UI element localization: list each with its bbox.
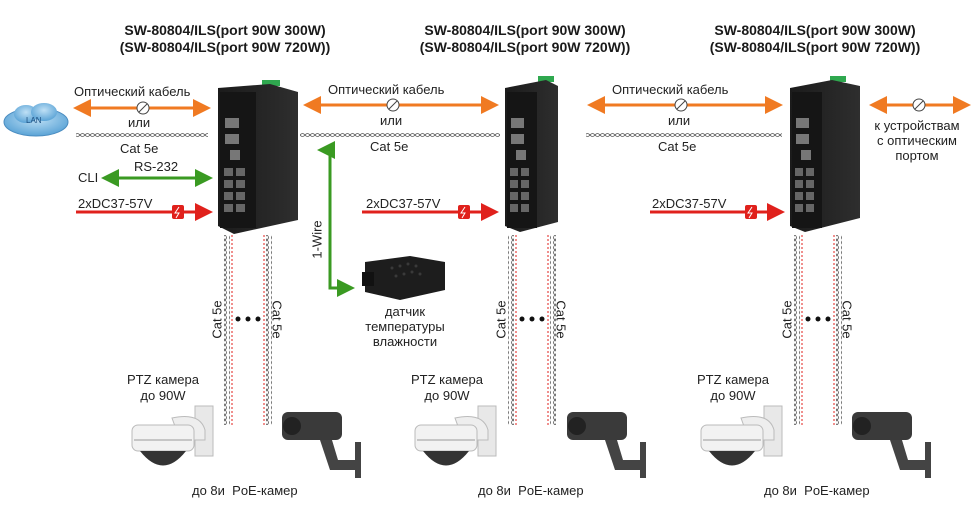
- bullet-camera-icon: [567, 412, 646, 478]
- power-label-2: 2xDC37-57V: [366, 196, 441, 211]
- ptz-camera-label-2: PTZ камера до 90W: [402, 372, 492, 404]
- optical-label-2: Оптический кабель: [328, 82, 445, 97]
- cat5e-vertical-label: Cat 5e: [553, 300, 569, 339]
- power-icon: [745, 205, 757, 219]
- or-label-2: или: [380, 113, 403, 128]
- cat5e-vertical-label: Cat 5e: [269, 300, 285, 339]
- fiber-icon: [386, 98, 400, 112]
- ptz-label-line1: PTZ камера: [697, 372, 769, 387]
- cat5e-vertical-label: Cat 5e: [779, 300, 795, 339]
- lan-label: LAN: [26, 116, 42, 125]
- switch-3-title-line2: (SW-80804/ILS(port 90W 720W)): [709, 39, 921, 55]
- power-label-3: 2xDC37-57V: [652, 196, 727, 211]
- switch-1-device-icon: [218, 80, 298, 234]
- onewire-label: 1-Wire: [309, 220, 325, 259]
- cat5e-label-2: Cat 5e: [370, 139, 409, 154]
- switch-2-title-line2: (SW-80804/ILS(port 90W 720W)): [419, 39, 631, 55]
- sensor-label-line1: датчик: [384, 304, 426, 319]
- switch-3-title-line1: SW-80804/ILS(port 90W 300W): [714, 22, 916, 38]
- temperature-humidity-sensor-icon: [362, 256, 445, 300]
- cli-label: CLI: [78, 170, 99, 185]
- end-devices-line1: к устройствам: [874, 118, 960, 133]
- power-icon: [172, 205, 184, 219]
- ptz-label-line1: PTZ камера: [127, 372, 199, 387]
- power-label-1: 2xDC37-57V: [78, 196, 153, 211]
- cat5e-vertical-label: Cat 5e: [209, 300, 225, 339]
- fiber-icon: [912, 98, 926, 112]
- cat5e-cable-2-3: [586, 132, 782, 138]
- switch-1-title-line2: (SW-80804/ILS(port 90W 720W)): [119, 39, 331, 55]
- end-devices-line2: с оптическим: [877, 133, 957, 148]
- power-icon: [458, 205, 470, 219]
- or-label-3: или: [668, 113, 691, 128]
- switch-1-title: SW-80804/ILS(port 90W 300W) (SW-80804/IL…: [100, 22, 350, 56]
- end-devices-line3: портом: [895, 148, 939, 163]
- cat5e-cable-lan: [76, 133, 208, 139]
- poe-cables-group-3: [794, 235, 842, 425]
- fiber-icon: [136, 101, 150, 115]
- poe-cameras-label-3: до 8и PoE-камер: [764, 483, 870, 498]
- lan-cloud-icon: [3, 103, 69, 137]
- cat5e-cable-1-2: [300, 132, 500, 138]
- ptz-label-line2: до 90W: [710, 388, 756, 403]
- ptz-label-line2: до 90W: [140, 388, 186, 403]
- ptz-label-line1: PTZ камера: [411, 372, 483, 387]
- ptz-label-line2: до 90W: [424, 388, 470, 403]
- switch-2-device-icon: [505, 76, 558, 232]
- poe-cables-group-2: [508, 235, 556, 425]
- switch-3-device-icon: [790, 76, 860, 232]
- poe-cameras-label-1: до 8и PoE-камер: [192, 483, 298, 498]
- switch-3-title: SW-80804/ILS(port 90W 300W) (SW-80804/IL…: [690, 22, 940, 56]
- cat5e-label-3: Cat 5e: [658, 139, 697, 154]
- end-devices-label: к устройствам с оптическим портом: [862, 118, 972, 163]
- fiber-icon: [674, 98, 688, 112]
- cat5e-vertical-label: Cat 5e: [493, 300, 509, 339]
- ptz-dome-camera-icon: [700, 405, 783, 466]
- onewire-link: [317, 141, 355, 297]
- ptz-camera-label-1: PTZ камера до 90W: [118, 372, 208, 404]
- ptz-dome-camera-icon: [414, 405, 497, 466]
- cat5e-vertical-label: Cat 5e: [839, 300, 855, 339]
- bullet-camera-icon: [282, 412, 361, 478]
- rs232-label: RS-232: [134, 159, 179, 174]
- ptz-camera-label-3: PTZ камера до 90W: [688, 372, 778, 404]
- switch-1-title-line1: SW-80804/ILS(port 90W 300W): [124, 22, 326, 38]
- poe-cables-group-1: [224, 235, 272, 425]
- ptz-dome-camera-icon: [131, 405, 214, 466]
- sensor-label-line2: температуры: [365, 319, 445, 334]
- or-label-1: или: [128, 115, 151, 130]
- sensor-label: датчик температуры влажности: [350, 304, 460, 349]
- poe-cameras-label-2: до 8и PoE-камер: [478, 483, 584, 498]
- optical-label-1: Оптический кабель: [74, 84, 191, 99]
- sensor-label-line3: влажности: [372, 334, 438, 349]
- optical-label-3: Оптический кабель: [612, 82, 729, 97]
- switch-2-title-line1: SW-80804/ILS(port 90W 300W): [424, 22, 626, 38]
- cat5e-label-1: Cat 5e: [120, 141, 159, 156]
- bullet-camera-icon: [852, 412, 931, 478]
- switch-2-title: SW-80804/ILS(port 90W 300W) (SW-80804/IL…: [400, 22, 650, 56]
